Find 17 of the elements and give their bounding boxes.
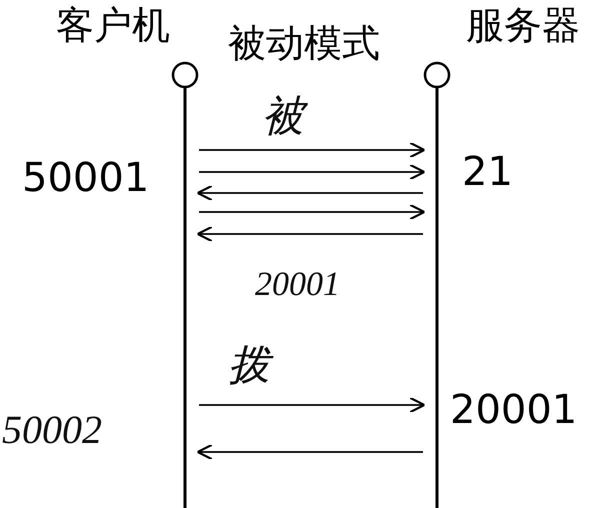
port-number: 20001 (450, 390, 578, 430)
arrow (196, 444, 423, 460)
arrow (199, 396, 426, 414)
lifeline-label: 客户机 (56, 6, 170, 44)
port-number: 21 (462, 152, 513, 192)
diagram-title: 被动模式 (228, 24, 380, 62)
arrow (196, 226, 423, 242)
arrow (199, 204, 426, 220)
lifeline-label: 服务器 (466, 6, 580, 44)
lifeline (423, 61, 451, 508)
handwritten-note: 20001 (255, 268, 340, 302)
arrow (196, 184, 423, 202)
arrow (199, 164, 426, 180)
arrow (199, 142, 426, 158)
handwritten-note: 50002 (2, 410, 102, 450)
lifeline (171, 61, 199, 508)
port-number: 50001 (22, 158, 150, 198)
